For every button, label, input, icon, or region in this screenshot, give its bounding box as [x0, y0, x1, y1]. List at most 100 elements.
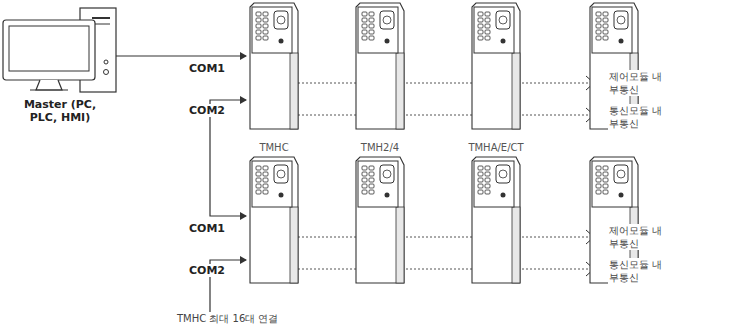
led-indicator — [478, 178, 483, 182]
internal-bus — [290, 83, 594, 84]
led-indicator — [362, 190, 367, 194]
led-indicator — [263, 12, 268, 16]
module-side — [512, 53, 520, 129]
led-indicator — [362, 18, 367, 22]
led-indicator — [256, 18, 261, 22]
module-dial — [617, 16, 625, 24]
model-name: TMHC — [257, 142, 290, 153]
led-indicator — [596, 30, 601, 34]
led-indicator — [478, 36, 483, 40]
com-wire — [210, 100, 246, 216]
module-body — [472, 157, 520, 283]
led-indicator — [485, 178, 490, 182]
module-front — [592, 7, 632, 53]
module-side — [290, 53, 298, 129]
led-indicator — [478, 12, 483, 16]
module-node: TMH2/4 — [340, 142, 420, 162]
led-indicator — [603, 190, 608, 194]
led-indicator — [369, 12, 374, 16]
led-indicator — [596, 178, 601, 182]
led-indicator — [263, 172, 268, 176]
port-label: COM1 — [188, 222, 226, 235]
internal-bus — [290, 269, 594, 270]
arrow-head — [240, 212, 247, 220]
module-dial — [614, 165, 628, 183]
module-dial — [274, 11, 288, 29]
port-label: COM2 — [188, 104, 226, 117]
led-indicator — [369, 36, 374, 40]
led-indicator — [603, 166, 608, 170]
led-indicator — [369, 178, 374, 182]
led-indicator — [478, 172, 483, 176]
module-dial — [614, 11, 628, 29]
module-body — [356, 3, 404, 129]
master-device: Master (PC, PLC, HMI) — [8, 0, 112, 124]
port-label: COM2 — [188, 264, 226, 277]
module-front — [252, 161, 292, 207]
module-symbol — [356, 3, 404, 129]
module-switch — [385, 39, 390, 44]
module-symbol — [472, 157, 520, 283]
module-node: TMHC — [234, 142, 314, 162]
led-indicator — [478, 166, 483, 170]
model-name: TMHA/E/CT — [466, 142, 525, 153]
led-indicator — [256, 178, 261, 182]
led-indicator — [485, 24, 490, 28]
led-indicator — [485, 172, 490, 176]
bus-label: 제어모듈 내부통신 — [608, 70, 668, 96]
led-indicator — [369, 184, 374, 188]
module-front — [252, 7, 292, 53]
led-indicator — [603, 178, 608, 182]
led-indicator — [485, 12, 490, 16]
led-indicator — [596, 12, 601, 16]
pc-stand — [30, 89, 68, 90]
module-dial — [380, 11, 394, 29]
led-indicator — [263, 36, 268, 40]
module-symbol — [472, 3, 520, 129]
led-indicator — [596, 166, 601, 170]
module-side — [396, 207, 404, 283]
module-switch — [385, 193, 390, 198]
led-indicator — [362, 178, 367, 182]
module-switch — [619, 39, 624, 44]
led-indicator — [603, 184, 608, 188]
led-indicator — [263, 166, 268, 170]
note-text: TMHC 최대 16대 연결 — [176, 312, 280, 325]
module-body — [356, 157, 404, 283]
bus-label: 통신모듈 내부통신 — [608, 104, 668, 130]
internal-bus — [290, 115, 594, 116]
led-indicator — [485, 30, 490, 34]
port-label: COM1 — [188, 62, 226, 75]
led-indicator — [485, 190, 490, 194]
led-indicator — [603, 36, 608, 40]
pc-button — [104, 60, 108, 64]
module-switch — [279, 193, 284, 198]
led-indicator — [478, 184, 483, 188]
module-switch — [501, 39, 506, 44]
led-indicator — [263, 178, 268, 182]
module-dial — [383, 170, 391, 178]
led-indicator — [256, 24, 261, 28]
com-wire — [116, 55, 246, 56]
arrow-head — [240, 256, 247, 264]
module-body — [250, 3, 298, 129]
led-indicator — [478, 24, 483, 28]
led-indicator — [603, 24, 608, 28]
module-body — [472, 3, 520, 129]
pc-button — [104, 70, 109, 75]
module-node: TMHA/E/CT — [446, 142, 546, 162]
led-indicator — [596, 24, 601, 28]
model-name: TMH2/4 — [359, 142, 401, 153]
led-indicator — [263, 184, 268, 188]
module-switch — [619, 193, 624, 198]
module-dial — [499, 16, 507, 24]
led-indicator — [369, 18, 374, 22]
module-dial — [499, 170, 507, 178]
module-front — [474, 7, 514, 53]
internal-bus — [290, 237, 594, 238]
led-indicator — [256, 172, 261, 176]
module-symbol — [250, 157, 298, 283]
module-front — [358, 161, 398, 207]
led-indicator — [485, 184, 490, 188]
led-indicator — [362, 30, 367, 34]
